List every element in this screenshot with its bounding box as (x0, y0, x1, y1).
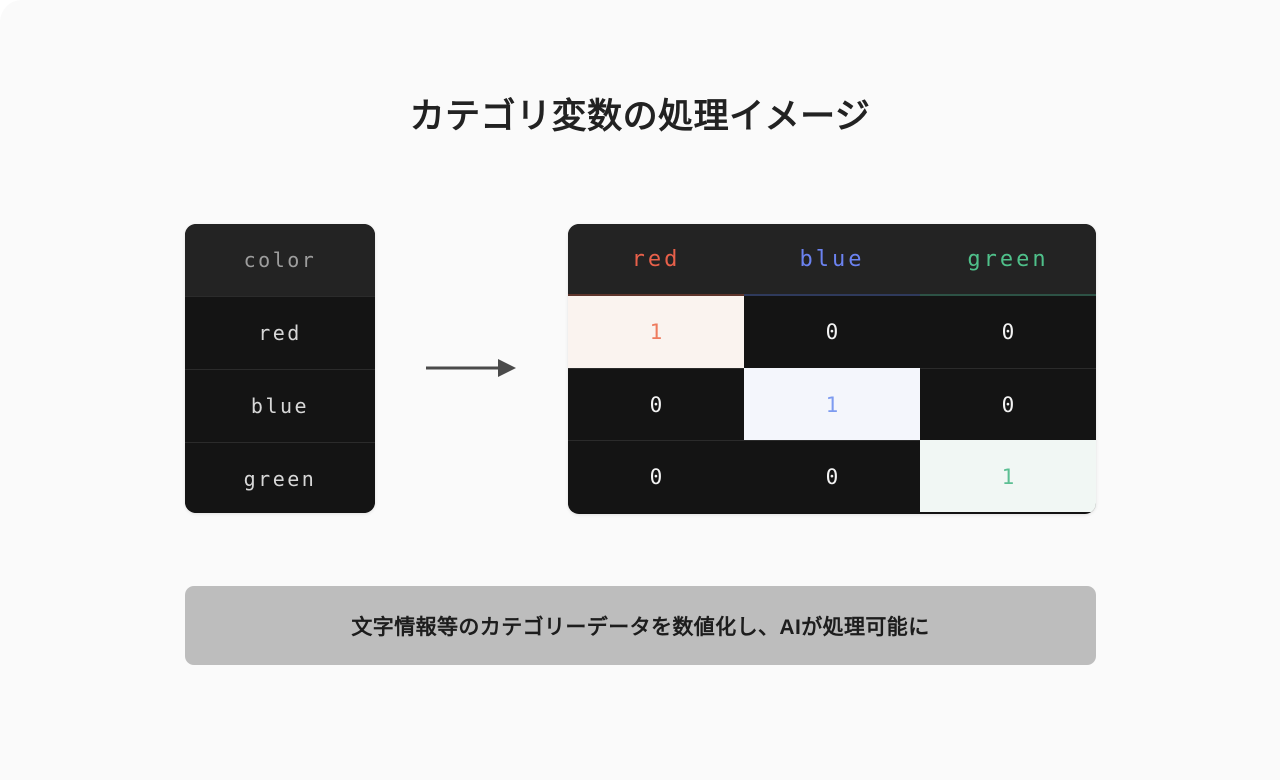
table-row: blue (185, 369, 375, 442)
onehot-table-body: 1 0 0 0 1 0 0 0 1 (568, 296, 1096, 512)
source-cell-value: green (243, 467, 317, 491)
onehot-table-header: red blue green (568, 224, 1096, 296)
onehot-header-blue: blue (744, 224, 920, 296)
onehot-cell: 1 (568, 296, 744, 368)
source-cell-value: blue (250, 394, 310, 418)
onehot-cell: 1 (744, 368, 920, 440)
table-row: 1 0 0 (568, 296, 1096, 368)
onehot-cell: 0 (920, 296, 1096, 368)
source-table-header: color (185, 224, 375, 296)
onehot-cell: 0 (568, 368, 744, 440)
table-row: 0 1 0 (568, 368, 1096, 440)
onehot-cell: 1 (920, 440, 1096, 512)
onehot-cell: 0 (744, 296, 920, 368)
onehot-cell: 0 (568, 440, 744, 512)
source-category-table: color red blue green (185, 224, 375, 513)
caption-banner: 文字情報等のカテゴリーデータを数値化し、AIが処理可能に (185, 586, 1096, 665)
source-cell-value: red (258, 321, 302, 345)
onehot-encoded-table: red blue green 1 0 0 0 1 0 0 0 1 (568, 224, 1096, 514)
arrow-right-icon (424, 352, 520, 384)
table-row: 0 0 1 (568, 440, 1096, 512)
caption-text: 文字情報等のカテゴリーデータを数値化し、AIが処理可能に (351, 615, 930, 639)
onehot-header-green: green (920, 224, 1096, 296)
source-header-label: color (243, 248, 317, 272)
onehot-header-red: red (568, 224, 744, 296)
onehot-cell: 0 (744, 440, 920, 512)
onehot-cell: 0 (920, 368, 1096, 440)
page-title: カテゴリ変数の処理イメージ (409, 97, 871, 136)
table-row: red (185, 296, 375, 369)
table-row: green (185, 442, 375, 513)
